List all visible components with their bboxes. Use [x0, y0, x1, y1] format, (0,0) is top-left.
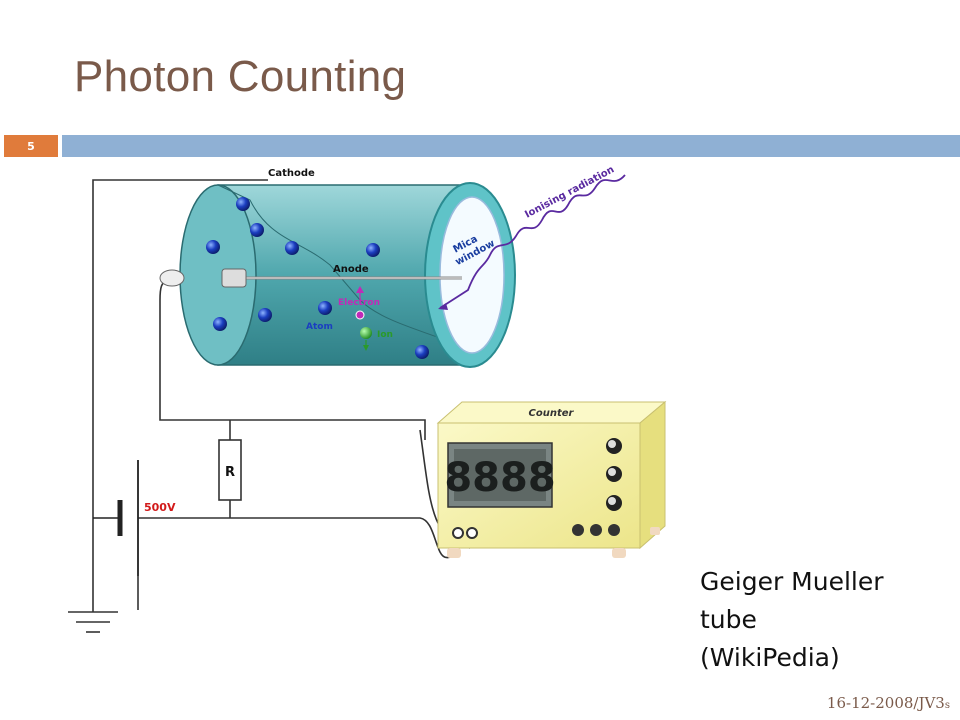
- electron-particle: [355, 310, 365, 320]
- caption-line-1: Geiger Mueller: [700, 567, 884, 596]
- caption-line-2: tube: [700, 605, 757, 634]
- atoms: [206, 197, 429, 359]
- slide-footer: 16-12-2008/JV3s: [827, 694, 950, 712]
- caption-line-3: (WikiPedia): [700, 643, 840, 672]
- counter-device: [436, 400, 667, 558]
- electron-label: Electron: [338, 298, 380, 308]
- anode-label: Anode: [333, 264, 369, 275]
- cathode-label: Cathode: [268, 168, 315, 179]
- footer-subscript: s: [944, 700, 950, 711]
- slide-number: 5: [4, 135, 58, 157]
- resistor: [218, 439, 242, 501]
- ground-symbol: [68, 610, 118, 633]
- ionising-radiation-wave: [439, 174, 626, 309]
- geiger-tube: [159, 182, 516, 368]
- resistor-label: R: [225, 465, 235, 480]
- battery-symbol: [93, 460, 139, 576]
- figure-caption: Geiger Mueller tube (WikiPedia): [700, 563, 940, 677]
- footer-date: 16-12-2008/JV3: [826, 694, 945, 712]
- slide-title: Photon Counting: [74, 52, 407, 101]
- counter-label: Counter: [529, 408, 575, 419]
- counter-display: 8888: [444, 455, 555, 501]
- ion-label: Ion: [377, 330, 393, 340]
- ion-particle: [360, 327, 372, 339]
- atom-label: Atom: [306, 322, 333, 332]
- voltage-label: 500V: [144, 501, 176, 514]
- ionising-radiation-label: Ionising radiation: [523, 164, 616, 220]
- title-bar: [62, 135, 960, 157]
